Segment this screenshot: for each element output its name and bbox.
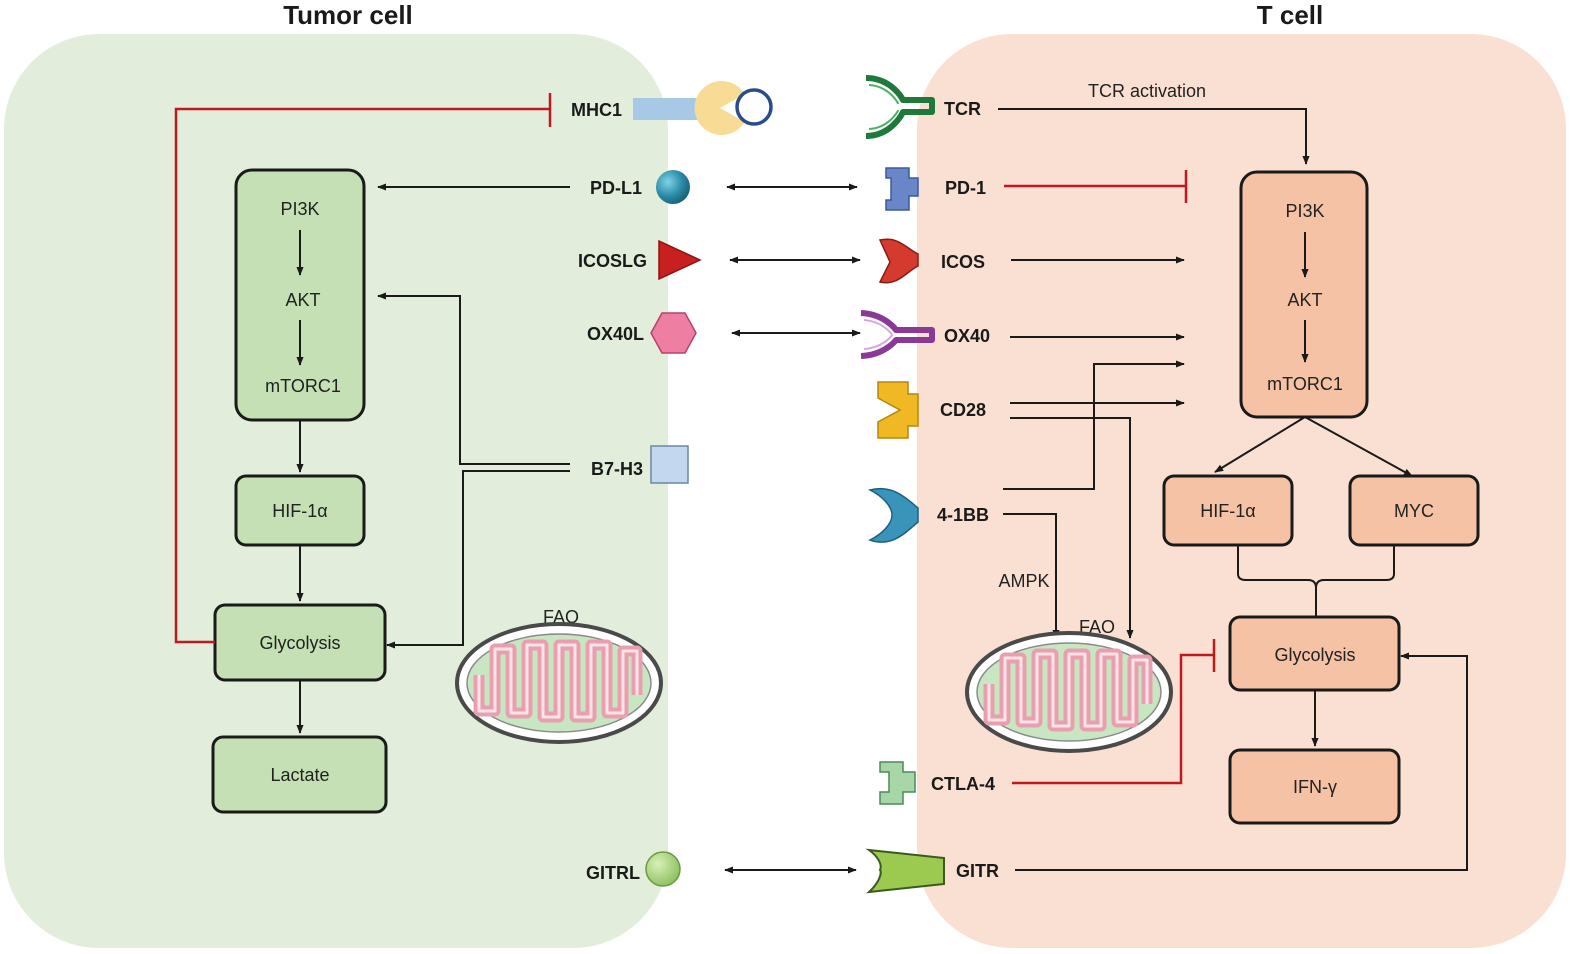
tumor-glycolysis-label: Glycolysis [259,633,340,653]
tumor-cell-title: Tumor cell [283,0,413,30]
tcell-ifn-box [1228,748,1401,825]
ox40l-hexagon-icon [650,312,697,354]
tcr-activation-arrow [998,108,1310,165]
mhc1-pacman-icon [694,80,745,136]
icoslg-triangle-icon [658,239,702,281]
pd1-label: PD-1 [945,178,986,198]
tcell-myc-box [1348,474,1480,547]
ctla4-label: CTLA-4 [931,774,995,794]
mtorc1-to-hif-arrow [1214,416,1306,473]
gitr-to-glycolysis-arrow [1015,652,1468,871]
tumor-fao-label: FAO [543,607,579,627]
cd28-label: CD28 [940,400,986,420]
tcell-akt-label: AKT [1287,290,1322,310]
icoslg-label: ICOSLG [578,251,647,271]
tumor-lactate-box [211,735,388,814]
cd28-receptor-icon [877,381,919,439]
tcr-receptor-icon [865,75,935,139]
tumor-lactate-label: Lactate [270,765,329,785]
icos-receptor-icon [878,238,919,284]
ctla4-inhibition-line [1012,653,1214,785]
4-1bb-to-fao-arrow [1003,513,1060,639]
hif-myc-convergence-bracket [1237,545,1395,616]
tcr-label: TCR [944,99,981,119]
cd28-to-fao-arrow [1010,417,1134,639]
ox40-highlight-icon [863,319,893,350]
tumor-hif-label: HIF-1α [272,501,327,521]
4-1bb-receptor-icon [867,487,919,543]
tumor-pi3k-label: PI3K [280,199,319,219]
tcr-highlight-icon [868,84,899,130]
tumor-akt-label: AKT [285,290,320,310]
gitrl-ball-icon [645,851,681,887]
tumor-mtorc1-label: mTORC1 [265,376,341,396]
pdl1-ball-icon [656,170,690,204]
tcell-hif-box [1162,474,1294,547]
ox40-receptor-icon [860,310,935,359]
gitr-label: GITR [956,861,999,881]
b7h3-square-icon [650,445,689,484]
tcell-mitochondrion-icon [967,633,1171,751]
gitrl-label: GITRL [586,863,640,883]
pd1-receptor-icon [885,167,919,211]
tcell-hif-label: HIF-1α [1200,501,1255,521]
b7h3-label: B7-H3 [591,459,643,479]
gitr-receptor-icon [865,848,945,894]
tcell-myc-label: MYC [1394,501,1434,521]
t-cell-title: T cell [1257,0,1323,30]
ox40-label: OX40 [944,326,990,346]
tcell-ifn-label: IFN-γ [1293,777,1337,797]
tcell-mtorc1-label: mTORC1 [1267,374,1343,394]
4-1bb-activation-arrow [1003,360,1185,490]
mhc1-label: MHC1 [571,100,622,120]
ox40l-label: OX40L [587,324,644,344]
pdl1-label: PD-L1 [590,178,642,198]
tumor-mitochondrion-icon [457,624,661,742]
tcr-activation-label: TCR activation [1088,81,1206,101]
glycolysis-inhibits-mhc1-line [174,107,550,644]
tcell-glycolysis-label: Glycolysis [1274,645,1355,665]
ampk-label: AMPK [998,571,1049,591]
4-1bb-label: 4-1BB [937,505,989,525]
mhc1-stalk-icon [633,98,705,120]
b7h3-to-glycolysis-arrow [386,470,570,649]
mtorc1-to-myc-arrow [1304,416,1413,477]
b7h3-to-akt-arrow [377,292,570,465]
icos-label: ICOS [941,252,985,272]
mhc1-peptide-icon [735,88,773,126]
tcell-pi3k-label: PI3K [1285,201,1324,221]
ctla4-receptor-icon [879,761,916,805]
